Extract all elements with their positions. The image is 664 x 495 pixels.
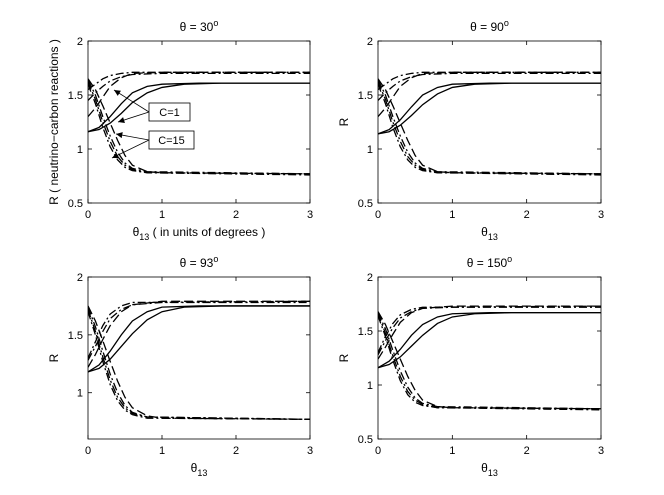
x-axis-label-symbol: θ: [191, 461, 198, 475]
chart-title-superscript: o: [504, 18, 509, 28]
x-tick-label: 3: [598, 445, 604, 457]
y-tick-label: 0.5: [68, 198, 83, 210]
series-line-2: [88, 82, 310, 133]
series-line-9: [88, 309, 310, 420]
annotation-label: C=1: [159, 107, 180, 119]
x-axis-label-symbol: θ: [481, 461, 488, 475]
chart-title: θ = 150o: [467, 254, 512, 270]
x-tick-label: 0: [375, 209, 381, 221]
y-tick-label: 2: [367, 36, 373, 48]
annotation-arrowhead: [118, 117, 125, 123]
x-tick-label: 0: [375, 445, 381, 457]
x-axis-label-symbol: θ: [133, 225, 140, 239]
subplot-4: 0 1 2 3 0.5 1 1.5 2 θ = 150o θ13 R: [337, 254, 604, 478]
y-tick-label: 0.5: [358, 198, 373, 210]
chart-title: θ = 93o: [180, 254, 219, 270]
series-line-9: [378, 313, 601, 410]
subplot-2: 0 1 2 3 0.5 1 1.5 2 θ = 90o θ13 R: [337, 18, 604, 242]
annotation-arrow: [111, 139, 150, 159]
series-line-6: [378, 311, 601, 410]
x-axis-label: θ13: [191, 461, 208, 478]
x-tick-label: 3: [307, 209, 313, 221]
series-line-6: [88, 305, 310, 420]
y-tick-label: 2: [77, 36, 83, 48]
y-tick-label: 2: [77, 272, 83, 284]
chart-title-text: θ = 30: [180, 20, 214, 34]
x-tick-label: 1: [449, 209, 455, 221]
x-tick-label: 0: [85, 209, 91, 221]
x-axis-label-suffix: ( in units of degrees ): [149, 225, 265, 239]
chart-title-text: θ = 90: [470, 20, 504, 34]
y-tick-label: 1.5: [358, 90, 373, 102]
series-line-4: [88, 300, 310, 359]
series-line-8: [88, 83, 310, 176]
y-tick-label: 1: [77, 388, 83, 400]
y-tick-label: 1.5: [68, 90, 83, 102]
x-axis-label-subscript: 13: [139, 232, 149, 242]
axes-frame: [377, 276, 602, 440]
annotation-arrowhead: [116, 132, 123, 139]
x-axis-label-symbol: θ: [481, 225, 488, 239]
series-line-9: [378, 81, 601, 175]
y-axis-label: R: [337, 117, 351, 126]
chart-title-text: θ = 93: [180, 256, 214, 270]
chart-title-superscript: o: [507, 254, 512, 264]
series-line-4: [88, 71, 310, 91]
y-tick-label: 1: [77, 144, 83, 156]
x-tick-label: 2: [233, 445, 239, 457]
y-axis-label: R ( neutrino−carbon reactions ): [47, 39, 61, 205]
x-tick-label: 3: [598, 209, 604, 221]
x-tick-label: 2: [524, 445, 530, 457]
x-tick-label: 0: [85, 445, 91, 457]
annotation-arrowhead: [114, 90, 121, 96]
x-axis-label: θ13 ( in units of degrees ): [133, 225, 266, 242]
series-line-8: [88, 311, 310, 420]
y-axis-label: R: [337, 353, 351, 362]
chart-title-text: θ = 150: [467, 256, 508, 270]
subplot-3: 0 1 2 3 1 1.5 2 θ = 93o θ13 R: [47, 254, 313, 478]
x-tick-label: 1: [159, 445, 165, 457]
series-line-4: [378, 71, 601, 91]
x-axis-label-subscript: 13: [488, 232, 498, 242]
series-line-7: [378, 312, 601, 410]
y-tick-label: 1: [367, 144, 373, 156]
subplot-1: 0 1 2 3 0.5 1 1.5 2 θ = 30o θ13 ( in units of deg…: [47, 18, 313, 242]
x-tick-label: 2: [233, 209, 239, 221]
series-line-8: [378, 83, 601, 176]
series-line-5: [378, 306, 601, 356]
chart-title-superscript: o: [213, 254, 218, 264]
chart-title: θ = 30o: [180, 18, 219, 34]
annotation-label: C=15: [158, 135, 185, 147]
series-line-5: [88, 301, 310, 361]
x-tick-label: 1: [449, 445, 455, 457]
y-axis-label: R: [47, 353, 61, 362]
x-tick-label: 1: [159, 209, 165, 221]
axes-frame: [87, 276, 311, 440]
axes-frame: [87, 40, 311, 204]
series-line-2: [88, 305, 310, 373]
y-tick-label: 1: [367, 380, 373, 392]
x-axis-label-subscript: 13: [197, 468, 207, 478]
chart-title-superscript: o: [213, 18, 218, 28]
annotations: C=1C=15: [111, 89, 195, 159]
x-tick-label: 2: [524, 209, 530, 221]
y-tick-label: 1.5: [68, 330, 83, 342]
y-tick-label: 1.5: [358, 326, 373, 338]
x-axis-label: θ13: [481, 461, 498, 478]
annotation-arrowhead: [112, 152, 119, 158]
x-tick-label: 3: [307, 445, 313, 457]
y-tick-label: 2: [367, 272, 373, 284]
annotation-arrow: [113, 89, 150, 113]
x-axis-label: θ13: [481, 225, 498, 242]
series-line-3: [88, 300, 310, 368]
axes-frame: [377, 40, 602, 204]
chart-title: θ = 90o: [470, 18, 509, 34]
y-tick-label: 0.5: [358, 434, 373, 446]
x-axis-label-subscript: 13: [488, 468, 498, 478]
